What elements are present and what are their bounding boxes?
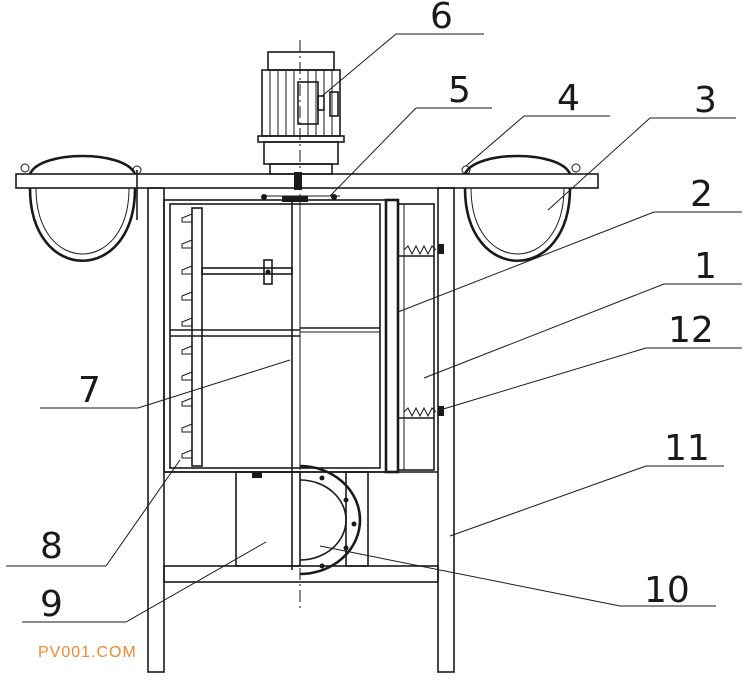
callout-8: 8 (40, 526, 63, 567)
nozzle-header (181, 207, 293, 467)
callout-9: 9 (40, 584, 63, 625)
callout-6: 6 (430, 0, 453, 37)
frame (147, 187, 455, 673)
motor (257, 51, 345, 175)
callout-7: 7 (78, 370, 101, 411)
side-chamber (384, 198, 444, 474)
callout-1: 1 (694, 246, 717, 287)
hub-ring (299, 464, 362, 576)
drum (163, 199, 387, 473)
callout-4: 4 (557, 78, 580, 119)
callout-3: 3 (694, 80, 717, 121)
callout-12: 12 (668, 310, 714, 351)
top-plate (15, 163, 599, 189)
shaft (261, 40, 340, 610)
leader-lines (6, 33, 742, 623)
float-left (28, 154, 138, 263)
float-right (463, 154, 572, 263)
callout-2: 2 (690, 174, 713, 215)
callout-5: 5 (448, 70, 471, 111)
watermark-text: PV001.COM (38, 644, 137, 661)
callout-11: 11 (664, 428, 710, 469)
callout-10: 10 (644, 570, 690, 611)
